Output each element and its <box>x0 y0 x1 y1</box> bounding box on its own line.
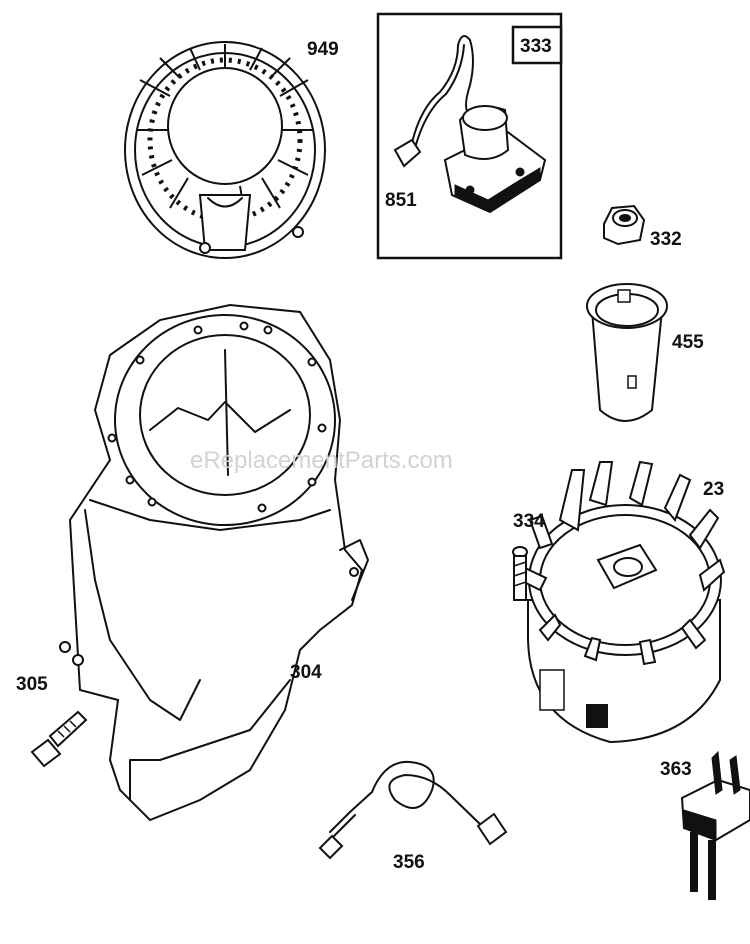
label-455: 455 <box>672 332 704 353</box>
label-332: 332 <box>650 229 682 250</box>
part-333-armature-box[interactable] <box>376 12 563 260</box>
part-23-flywheel[interactable] <box>518 460 726 744</box>
label-356: 356 <box>393 852 425 873</box>
watermark: eReplacementParts.com <box>190 447 453 474</box>
label-851: 851 <box>385 190 417 211</box>
label-333: 333 <box>520 36 552 57</box>
label-949: 949 <box>307 39 339 60</box>
part-334-key[interactable] <box>512 546 528 601</box>
label-23: 23 <box>703 479 724 500</box>
part-332-nut[interactable] <box>603 204 646 246</box>
label-305: 305 <box>16 674 48 695</box>
part-304-blower-housing[interactable] <box>59 303 369 822</box>
part-949-rewind-screen[interactable] <box>124 41 326 259</box>
label-363: 363 <box>660 759 692 780</box>
label-304: 304 <box>290 662 322 683</box>
part-305-screw[interactable] <box>30 710 88 768</box>
part-455-starter-cup[interactable] <box>586 283 668 422</box>
part-363-stop-switch[interactable] <box>680 750 750 900</box>
part-356-ground-wire[interactable] <box>318 760 508 860</box>
label-334: 334 <box>513 511 545 532</box>
